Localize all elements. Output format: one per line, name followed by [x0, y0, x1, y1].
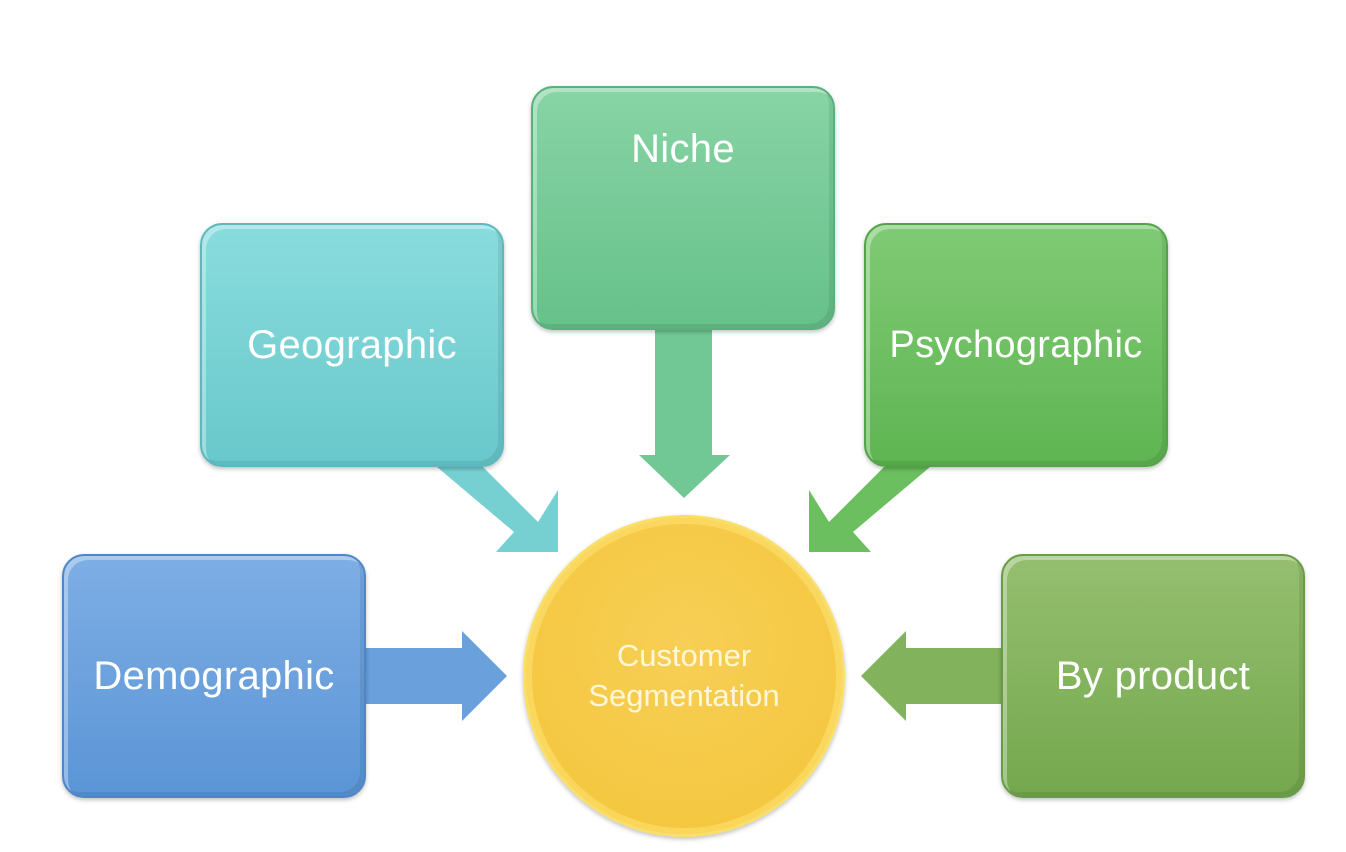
- segment-box-demographic[interactable]: Demographic: [62, 554, 366, 798]
- segment-label: Geographic: [247, 322, 457, 367]
- segment-box-geographic[interactable]: Geographic: [200, 223, 504, 467]
- arrow-demographic: [366, 631, 507, 721]
- center-label-line1: Customer: [616, 638, 752, 673]
- segment-box-niche[interactable]: Niche: [531, 86, 835, 330]
- segment-label: Niche: [631, 126, 735, 171]
- segment-box-by-product[interactable]: By product: [1001, 554, 1305, 798]
- arrow-by-product: [861, 631, 1001, 721]
- center-label-line2: Segmentation: [588, 678, 780, 713]
- arrow-psychographic: [809, 467, 930, 552]
- segment-box-psychographic[interactable]: Psychographic: [864, 223, 1168, 467]
- segment-label: Demographic: [93, 653, 335, 698]
- center-node-customer-segmentation[interactable]: Customer Segmentation: [523, 515, 845, 837]
- arrow-geographic: [437, 467, 558, 552]
- segment-label: Psychographic: [889, 323, 1143, 366]
- arrow-niche: [639, 330, 730, 498]
- segment-label: By product: [1055, 653, 1251, 698]
